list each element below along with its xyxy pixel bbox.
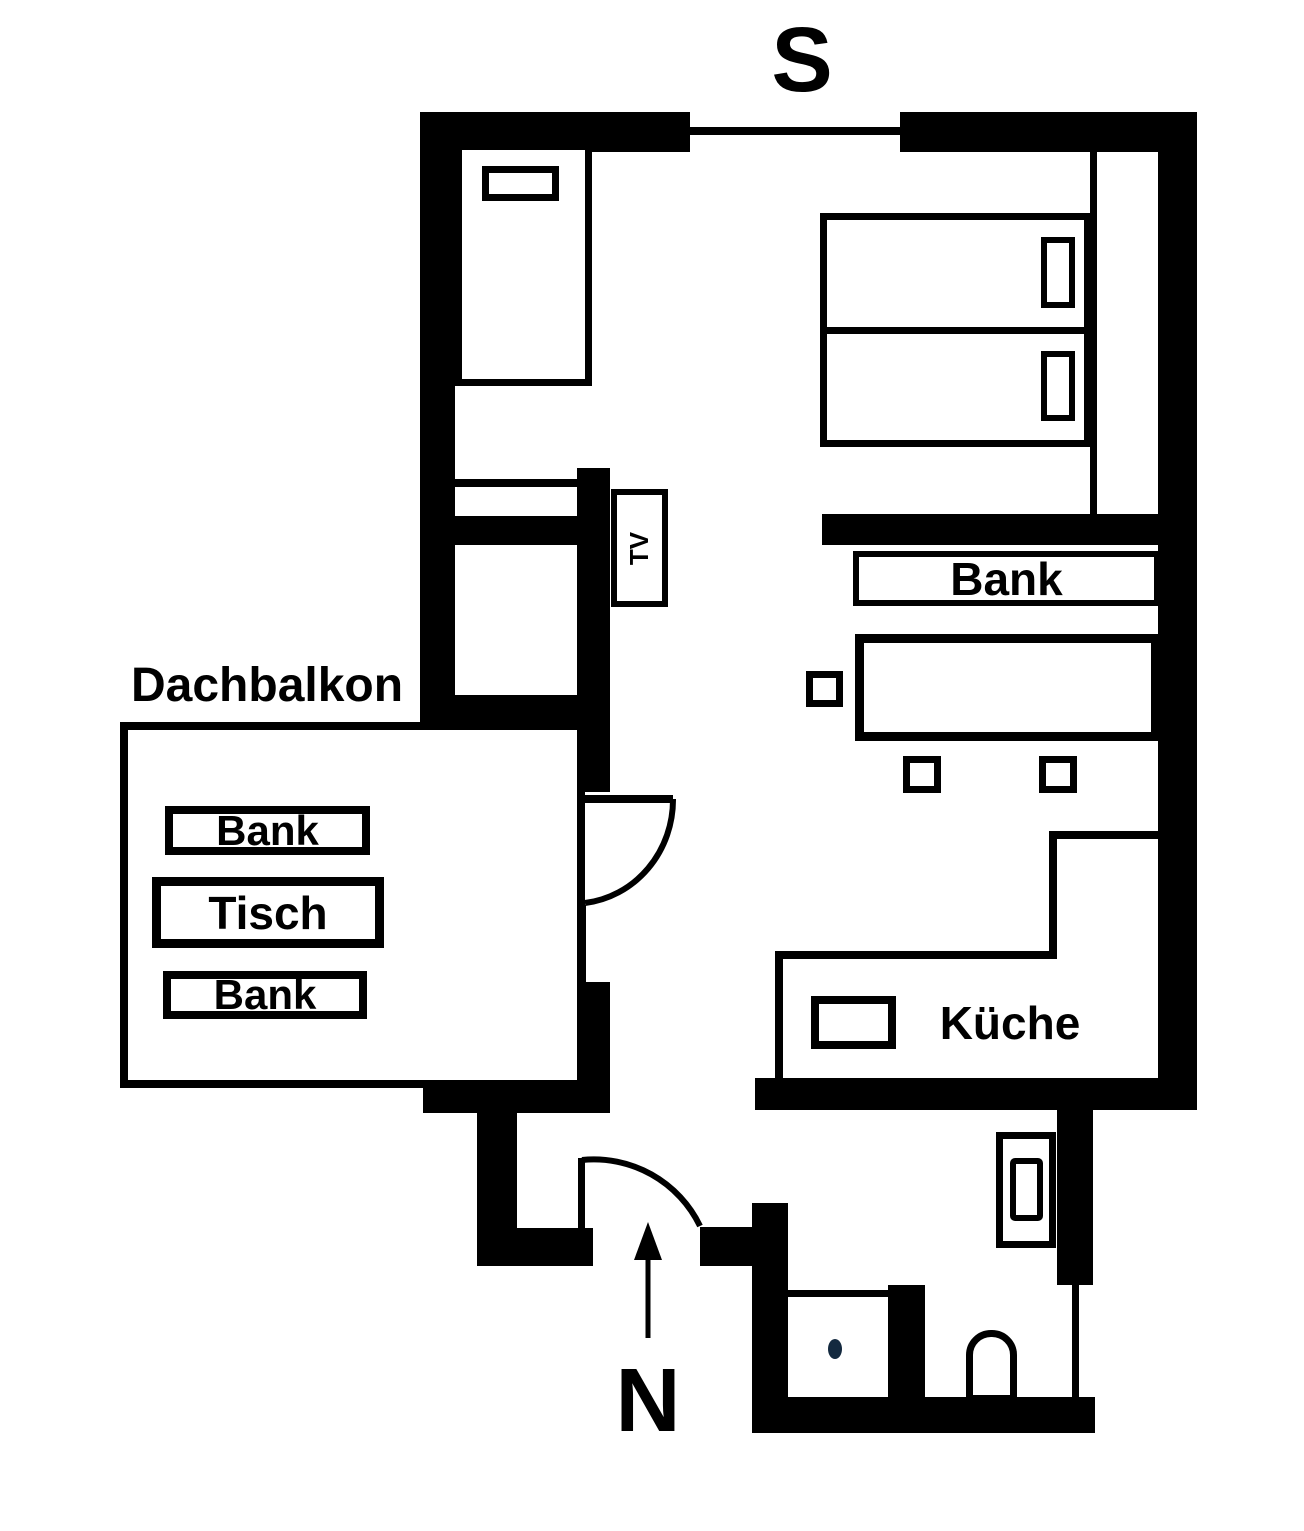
compass-north-label: N xyxy=(615,1351,681,1451)
north-arrow-head xyxy=(634,1222,662,1260)
south-window-line xyxy=(690,127,905,135)
balcony-bench-top-label: Bank xyxy=(216,806,319,854)
bed-double-pillow-bottom xyxy=(1041,351,1075,421)
bed-double-divider xyxy=(822,327,1089,334)
stove xyxy=(811,996,896,1049)
wall-entry-top xyxy=(423,1082,610,1113)
wall-balcony-door-sill xyxy=(578,905,586,985)
bathroom-right-thin-line xyxy=(1072,1285,1079,1397)
balcony-table: Tisch xyxy=(152,877,384,948)
wall-bottom xyxy=(752,1397,1095,1433)
closet-front-line xyxy=(455,479,578,487)
balcony-title: Dachbalkon xyxy=(131,659,404,712)
tv-cabinet: TV xyxy=(611,489,668,607)
toilet xyxy=(966,1330,1017,1402)
tv-label: TV xyxy=(623,531,654,565)
balcony-bench-top: Bank xyxy=(165,806,370,855)
wall-entry-left xyxy=(477,1113,517,1266)
balcony-bench-bottom-label: Bank xyxy=(213,971,317,1018)
stool-left xyxy=(806,671,843,707)
balcony-door-arc xyxy=(584,798,677,906)
wall-entry-bottom-right xyxy=(700,1227,752,1266)
wardrobe-line xyxy=(1090,150,1097,516)
wall-shower-right xyxy=(888,1285,925,1397)
compass-south-label: S xyxy=(771,9,833,111)
wall-top-right xyxy=(900,112,1197,152)
balcony-bench-bottom: Bank xyxy=(163,971,367,1019)
stool-bottom-left xyxy=(903,756,941,793)
balcony-table-label: Tisch xyxy=(208,886,328,939)
wall-bathroom-left xyxy=(752,1203,788,1433)
balcony-door-leaf xyxy=(583,795,673,803)
kitchen-partition-left xyxy=(775,951,783,1078)
entrance-door-arc xyxy=(581,1156,703,1228)
wall-bathroom-right-stub xyxy=(1057,1110,1093,1285)
entrance-door-leaf xyxy=(578,1158,585,1232)
wall-kitchen-bottom xyxy=(755,1078,1197,1110)
kitchen-label: Küche xyxy=(939,997,1081,1049)
kitchen-partition-step-vertical xyxy=(1049,831,1057,959)
wall-left xyxy=(420,112,455,728)
shower-front-line xyxy=(788,1290,891,1297)
bed-single-pillow xyxy=(482,166,559,201)
wall-entry-bottom-left xyxy=(517,1228,593,1266)
kitchen-partition-top xyxy=(775,951,1057,959)
dining-table xyxy=(855,634,1160,741)
dining-bench: Bank xyxy=(853,551,1160,606)
shower-drain xyxy=(828,1339,842,1359)
kitchen-partition-step-horizontal xyxy=(1049,831,1160,839)
wall-mid-left-horizontal xyxy=(420,695,583,728)
dining-bench-label: Bank xyxy=(950,552,1063,605)
stool-bottom-right xyxy=(1039,756,1077,793)
bed-double-pillow-top xyxy=(1041,237,1075,308)
wall-closet-horizontal xyxy=(420,516,585,545)
wall-right xyxy=(1158,112,1197,1110)
washbasin-bowl xyxy=(1010,1158,1043,1221)
wall-dining-bench xyxy=(822,514,1158,545)
wall-living-left-upper xyxy=(577,468,610,792)
